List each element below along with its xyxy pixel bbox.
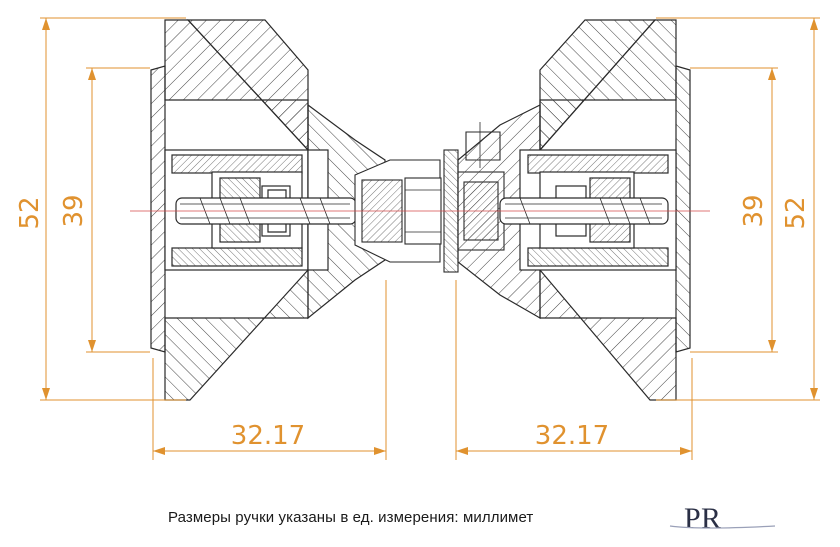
- right-rosette: [675, 65, 691, 353]
- right-inner-height-label: 39: [739, 194, 769, 227]
- brand-logo: P R: [669, 502, 776, 535]
- left-knob: [150, 19, 386, 401]
- left-outer-height-label: 52: [15, 196, 45, 229]
- dimension-unit-caption: Размеры ручки указаны в ед. измерения: м…: [168, 509, 534, 526]
- dimension-arrows: [42, 18, 818, 455]
- left-rosette: [150, 65, 166, 353]
- right-outer-height-label: 52: [781, 196, 811, 229]
- right-knob: [457, 19, 691, 401]
- dimension-lines: [40, 17, 820, 460]
- right-width-label: 32.17: [535, 421, 609, 451]
- svg-text:R: R: [701, 502, 721, 535]
- svg-text:P: P: [684, 502, 701, 535]
- left-width-label: 32.17: [231, 421, 305, 451]
- left-inner-height-label: 39: [59, 194, 89, 227]
